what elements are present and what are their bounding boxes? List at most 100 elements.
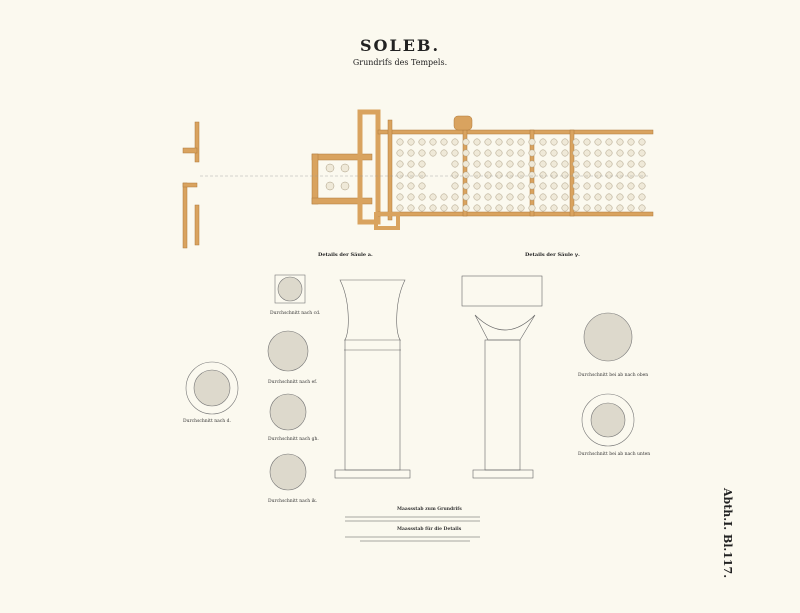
plan-column [528, 138, 536, 146]
plan-column [572, 193, 580, 201]
plan-column [627, 182, 635, 190]
plan-column [561, 182, 569, 190]
plan-column [561, 138, 569, 146]
plan-column [583, 138, 591, 146]
plan-column [462, 171, 470, 179]
plan-column [451, 149, 459, 157]
plan-column [407, 182, 415, 190]
plan-column [429, 138, 437, 146]
plan-column [517, 171, 525, 179]
plan-column [462, 182, 470, 190]
plan-column [627, 138, 635, 146]
temple-plan [182, 109, 654, 249]
plan-column [638, 193, 646, 201]
plan-column [572, 182, 580, 190]
plan-column [627, 171, 635, 179]
plan-column [594, 160, 602, 168]
plan-column [627, 160, 635, 168]
plan-column [407, 160, 415, 168]
plan-column [550, 171, 558, 179]
section-label: Durchschnitt nach d. [183, 419, 231, 424]
plan-column [506, 138, 514, 146]
plan-column [638, 204, 646, 212]
plan-column [572, 204, 580, 212]
plan-column [572, 138, 580, 146]
plan-column [506, 160, 514, 168]
plan-column [473, 193, 481, 201]
plan-column [539, 171, 547, 179]
plan-column [396, 204, 404, 212]
plan-column [407, 149, 415, 157]
plan-column [462, 160, 470, 168]
plan-column [517, 182, 525, 190]
plan-column [561, 204, 569, 212]
plan-column [594, 171, 602, 179]
plan-column [594, 182, 602, 190]
plan-column [539, 204, 547, 212]
plan-column [484, 171, 492, 179]
plan-column [484, 182, 492, 190]
plan-column [550, 182, 558, 190]
scale-bars [345, 516, 480, 542]
plan-column [627, 149, 635, 157]
plate-title: SOLEB. [359, 36, 441, 55]
plan-column [572, 171, 580, 179]
plan-column [473, 204, 481, 212]
plan-column [418, 149, 426, 157]
plan-column [418, 182, 426, 190]
plan-column [627, 193, 635, 201]
plan-column [594, 138, 602, 146]
plan-column [539, 182, 547, 190]
plan-column [396, 160, 404, 168]
plan-column [594, 149, 602, 157]
plan-column [396, 171, 404, 179]
plan-column [418, 193, 426, 201]
plan-column [473, 182, 481, 190]
plan-column [583, 171, 591, 179]
plan-column [583, 149, 591, 157]
plan-column [325, 181, 335, 191]
plan-column [638, 138, 646, 146]
plan-column [616, 160, 624, 168]
section-label: Durchschnitt bei ab nach oben [578, 373, 649, 378]
plan-column [550, 149, 558, 157]
plan-column [462, 138, 470, 146]
plan-column [550, 138, 558, 146]
plan-column [418, 171, 426, 179]
plan-column [561, 149, 569, 157]
plan-column [550, 193, 558, 201]
plan-column [638, 182, 646, 190]
plan-column [638, 149, 646, 157]
plan-column [550, 204, 558, 212]
plan-column [462, 149, 470, 157]
column-a-elevation [334, 279, 411, 479]
plan-column [495, 171, 503, 179]
plan-column [594, 204, 602, 212]
plan-column [627, 204, 635, 212]
plan-column [572, 149, 580, 157]
plan-column [440, 149, 448, 157]
plan-column [495, 204, 503, 212]
plan-column [473, 149, 481, 157]
plan-column [418, 204, 426, 212]
plan-column [605, 138, 613, 146]
plan-column [528, 193, 536, 201]
plan-column [340, 181, 350, 191]
plan-column [396, 138, 404, 146]
plan-column [517, 204, 525, 212]
section-label: Durchschnitt nach ef. [268, 380, 318, 385]
plan-column [451, 193, 459, 201]
plan-column [429, 204, 437, 212]
plan-column [451, 182, 459, 190]
plan-column [506, 171, 514, 179]
plan-column [539, 138, 547, 146]
plan-column [495, 193, 503, 201]
plan-column [528, 149, 536, 157]
plan-column [539, 149, 547, 157]
plan-column [418, 160, 426, 168]
plan-column [407, 193, 415, 201]
plan-column [484, 138, 492, 146]
plan-column [605, 160, 613, 168]
plan-column [495, 160, 503, 168]
